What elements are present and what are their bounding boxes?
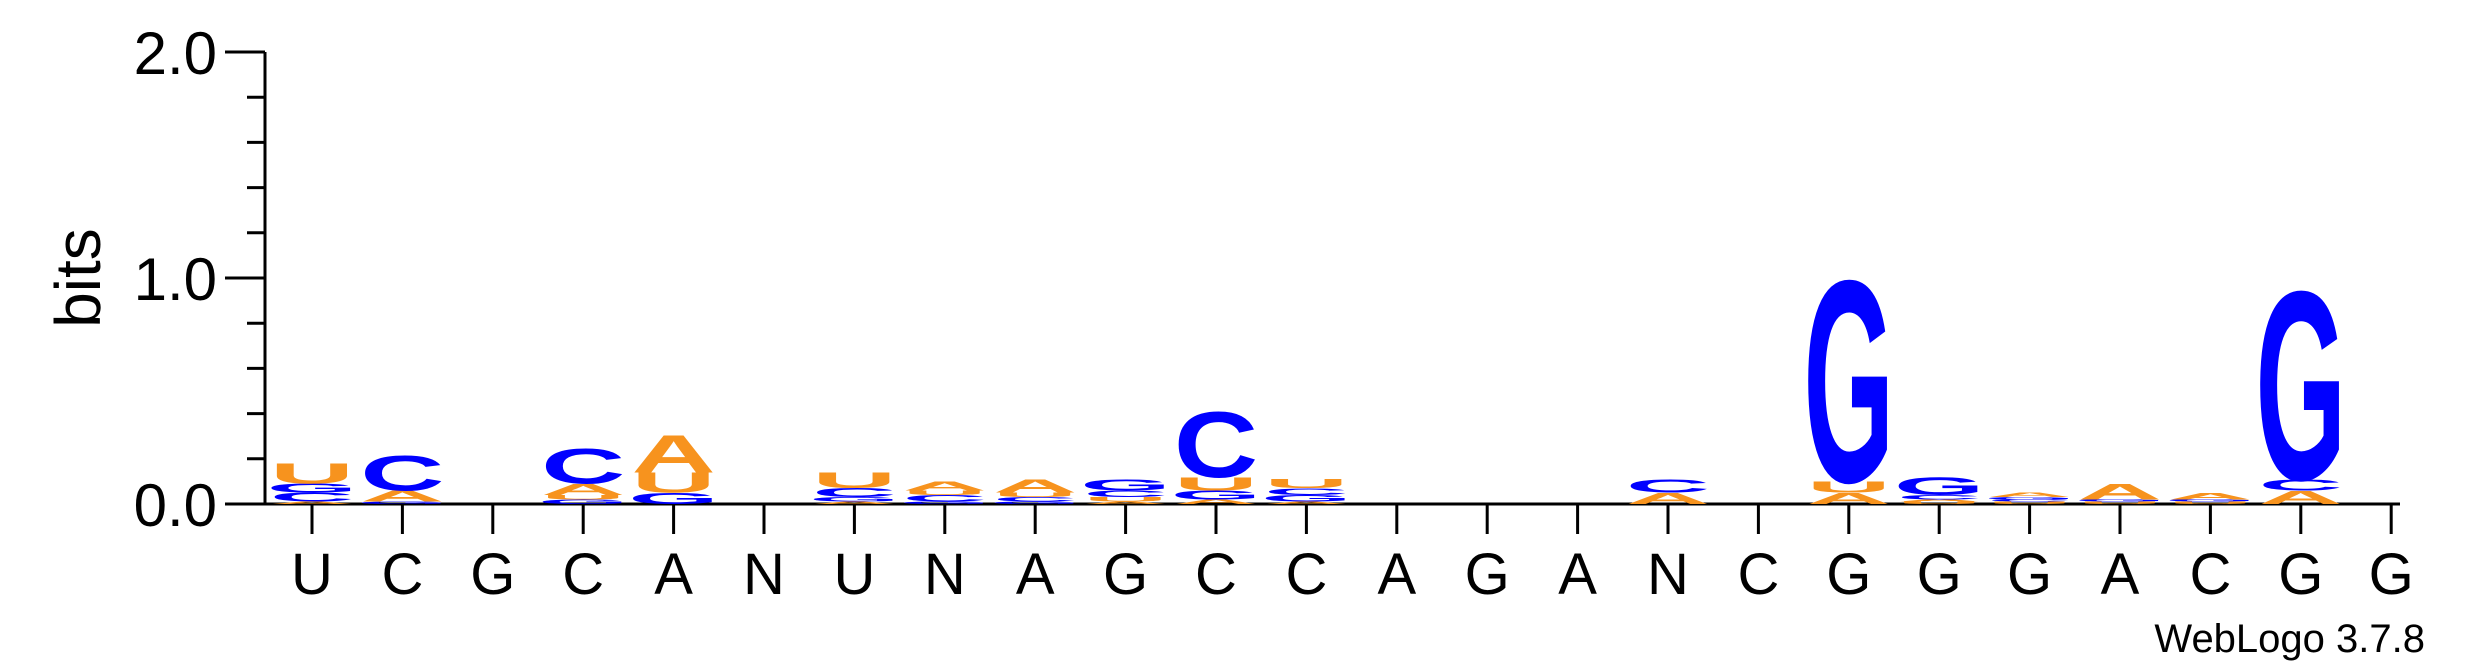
y-tick-label: 1.0 <box>134 246 217 313</box>
y-tick-label: 2.0 <box>134 20 217 87</box>
x-tick-label: C <box>2189 542 2231 607</box>
logo-letter-U: U <box>1174 473 1258 494</box>
x-tick-label: C <box>1285 542 1327 607</box>
x-tick-label: A <box>654 542 693 607</box>
x-tick-label: A <box>1558 542 1597 607</box>
logo-letter-G: G <box>1080 476 1171 494</box>
logo-letter-C: C <box>903 493 987 504</box>
logo-letter-A: A <box>1083 501 1167 505</box>
x-tick-label: G <box>2369 542 2414 607</box>
x-tick-label: C <box>1737 542 1779 607</box>
logo-letter-G: G <box>1261 493 1352 504</box>
x-tick-label: G <box>2007 542 2052 607</box>
logo-letter-A: A <box>2259 487 2343 508</box>
logo-letter-A: A <box>993 476 1077 497</box>
logo-letter-C: C <box>812 486 896 500</box>
logo-letter-C: C <box>1174 392 1258 497</box>
logo-letter-C: C <box>993 496 1077 503</box>
logo-letter-A: A <box>1987 492 2071 499</box>
logo-letter-A: A <box>2168 491 2252 502</box>
logo-letter-U: U <box>2168 501 2252 505</box>
logo-letter-U: U <box>1083 496 1167 503</box>
logo-letter-A: A <box>903 479 987 493</box>
logo-letter-C: C <box>1987 499 2071 503</box>
logo-letter-C: C <box>2259 476 2343 494</box>
logo-letter-G: G <box>1984 497 2075 501</box>
logo-letter-A: A <box>541 481 625 499</box>
logo-letter-A: A <box>1626 490 1710 508</box>
x-tick-label: G <box>1826 542 1871 607</box>
x-tick-label: G <box>1465 542 1510 607</box>
logo-letter-A: A <box>812 501 896 505</box>
logo-letter-A: A <box>1807 490 1891 508</box>
logo-letter-U: U <box>1807 479 1891 497</box>
x-tick-label: N <box>743 542 785 607</box>
logo-letter-C: C <box>360 446 444 502</box>
logo-letter-G: G <box>628 490 719 508</box>
logo-letter-C: C <box>1626 476 1710 497</box>
logo-letter-G: G <box>1894 472 1985 500</box>
x-tick-label: C <box>1195 542 1237 607</box>
x-tick-label: N <box>1647 542 1689 607</box>
logo-letter-A: A <box>1897 499 1981 503</box>
logo-letter-U: U <box>631 467 715 499</box>
logo-letter-A: A <box>2078 480 2162 505</box>
x-tick-label: A <box>1016 542 1055 607</box>
logo-letter-U: U <box>1264 477 1348 491</box>
logo-letter-G: G <box>2255 236 2346 537</box>
logo-letter-C: C <box>270 490 354 504</box>
weblogo-version-label: WebLogo 3.7.8 <box>2154 617 2425 661</box>
letter-stacks: ACGUGACGUACGUAAGCUGCUAGCUAAUCGAGUCAGCUAC… <box>267 220 2347 543</box>
x-tick-label: A <box>1377 542 1416 607</box>
x-tick-label: G <box>2278 542 2323 607</box>
y-axis-label: bits <box>42 228 114 328</box>
x-tick-label: C <box>381 542 423 607</box>
logo-letter-U: U <box>1897 501 1981 505</box>
logo-letter-U: U <box>2078 501 2162 505</box>
y-tick-label: 0.0 <box>134 472 217 539</box>
logo-letter-A: A <box>1174 498 1258 505</box>
logo-letter-U: U <box>1987 501 2071 505</box>
x-tick-label: U <box>291 542 333 607</box>
logo-letter-G: G <box>267 481 358 495</box>
logo-letter-C: C <box>1083 489 1167 500</box>
x-tick-label: G <box>470 542 515 607</box>
logo-letter-G: G <box>809 496 900 503</box>
x-tick-label: A <box>2101 542 2140 607</box>
logo-letter-U: U <box>993 492 1077 499</box>
logo-letter-U: U <box>270 458 354 490</box>
x-tick-label: U <box>833 542 875 607</box>
logo-letter-C: C <box>541 439 625 495</box>
logo-letter-G: G <box>2075 499 2166 503</box>
logo-letter-A: A <box>360 488 444 506</box>
x-tick-label: C <box>562 542 604 607</box>
logo-letter-G: G <box>357 501 448 505</box>
logo-letter-A: A <box>1264 501 1348 505</box>
logo-letter-A: A <box>631 425 715 484</box>
logo-letter-G: G <box>2165 499 2256 503</box>
logo-letter-G: G <box>899 501 990 505</box>
x-tick-label: G <box>1917 542 1962 607</box>
x-tick-label: G <box>1103 542 1148 607</box>
logo-letter-G: G <box>1171 488 1262 502</box>
logo-letter-A: A <box>270 501 354 505</box>
logo-letter-U: U <box>903 489 987 496</box>
logo-letter-G: G <box>538 498 629 505</box>
logo-letter-U: U <box>812 468 896 493</box>
logo-letter-G: G <box>1803 220 1894 543</box>
logo-letter-C: C <box>1264 486 1348 497</box>
x-tick-label: N <box>924 542 966 607</box>
logo-letter-G: G <box>990 501 1081 505</box>
y-ticks: 0.0 1.0 2.0 <box>134 20 265 539</box>
logo-letter-C: C <box>1897 494 1981 501</box>
logo-letter-U: U <box>541 494 625 501</box>
